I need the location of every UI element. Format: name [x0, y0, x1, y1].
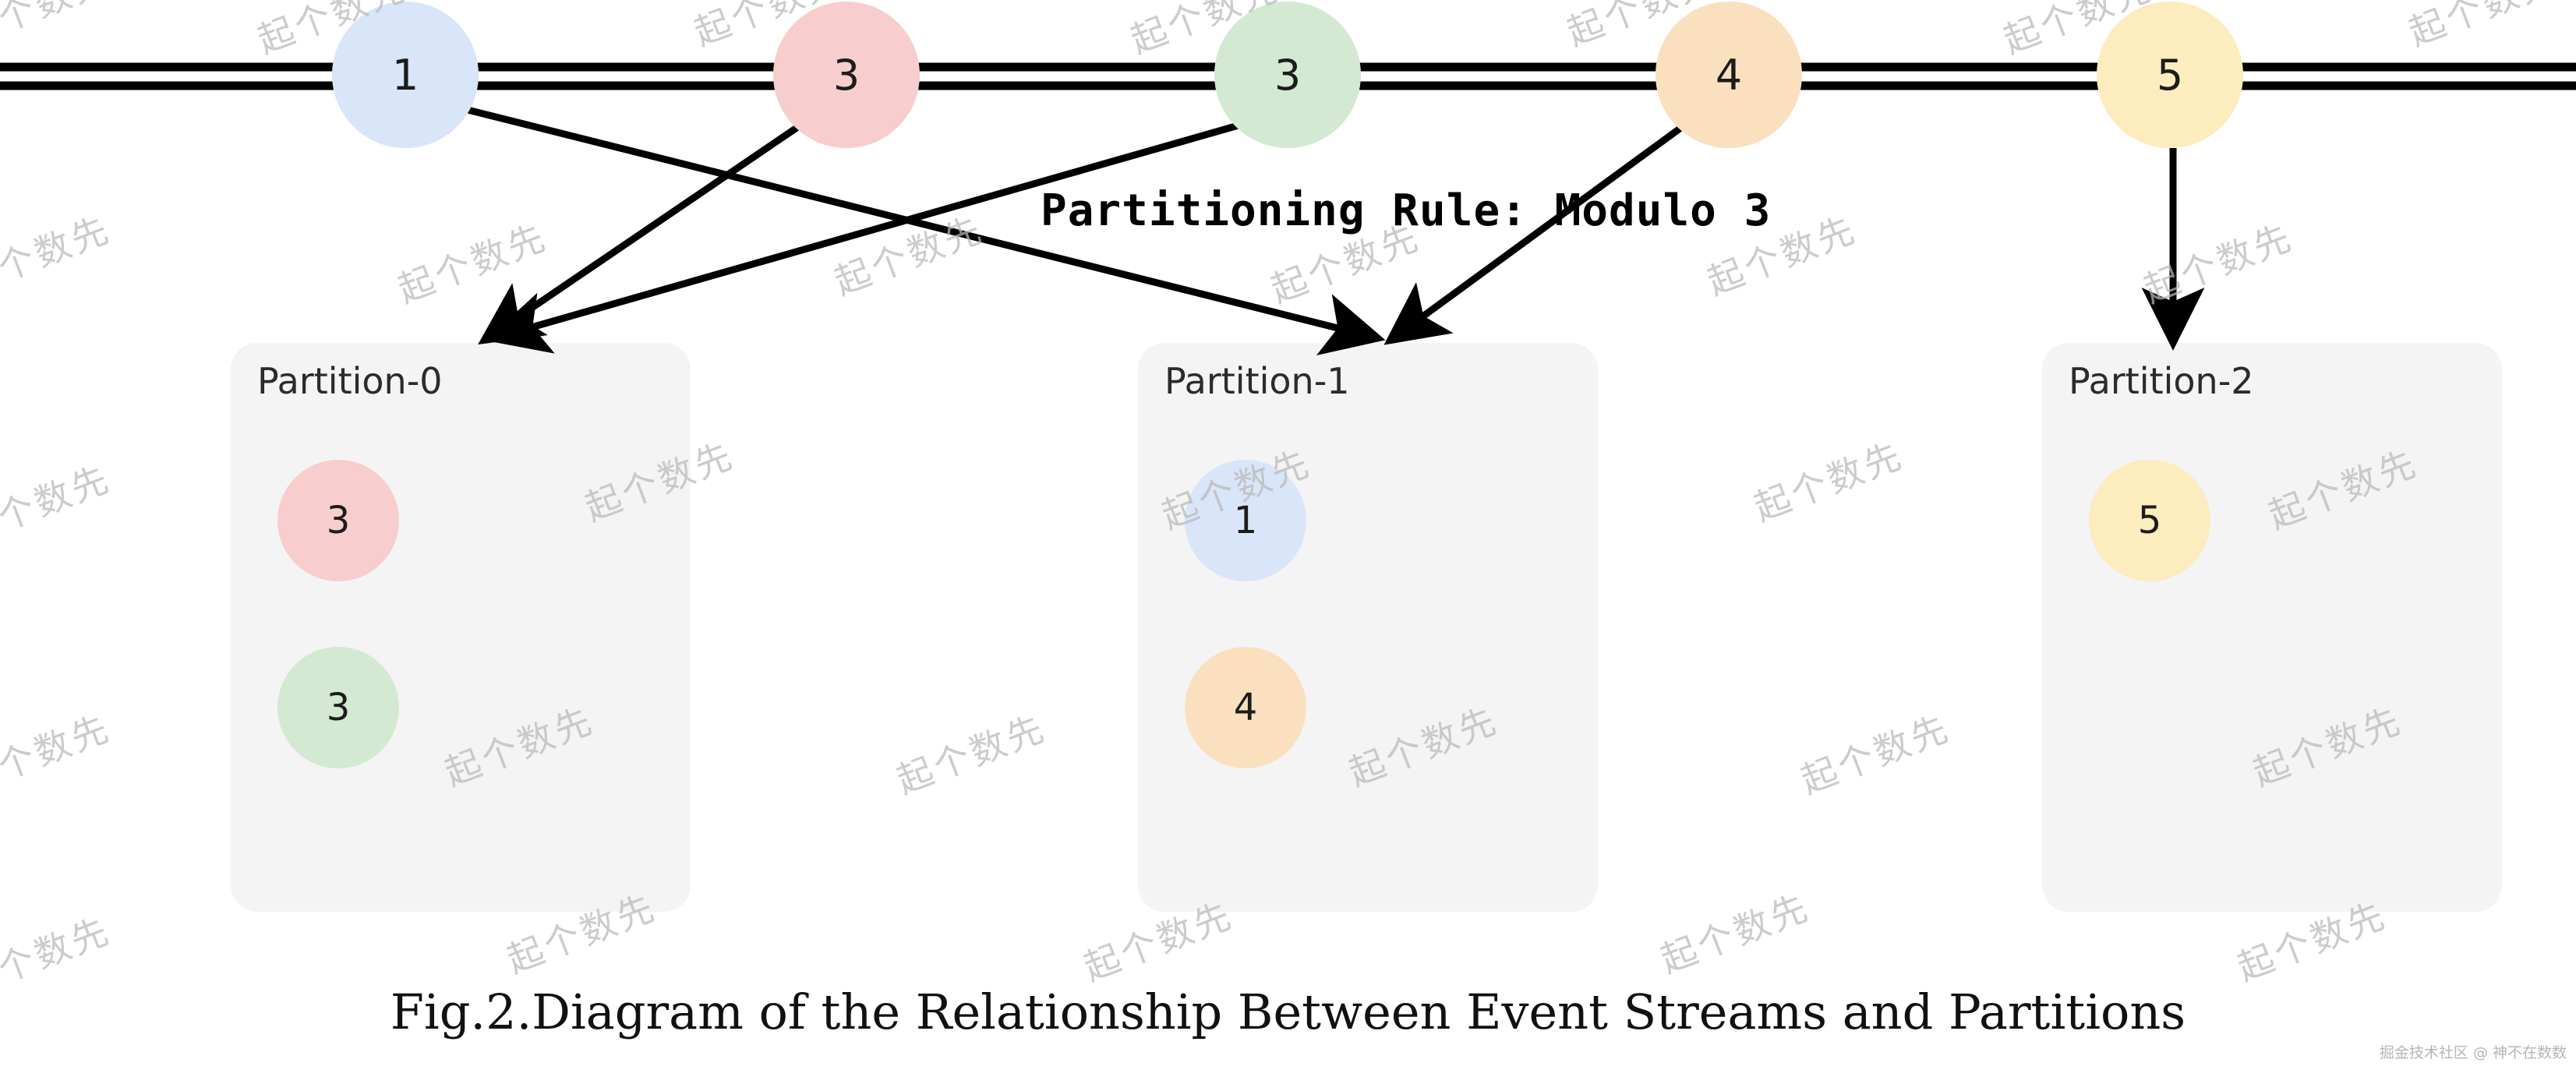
stream-event-node: 3 — [773, 2, 920, 148]
partition-event-item: 3 — [277, 460, 399, 581]
stream-event-label: 4 — [1715, 50, 1743, 100]
stream-event-node: 1 — [332, 2, 479, 148]
stream-event-label: 3 — [832, 50, 860, 100]
partition-event-label: 5 — [2137, 499, 2162, 542]
routing-arrow — [463, 105, 1386, 355]
partition-event-item: 4 — [1185, 647, 1306, 768]
partition-event-item: 1 — [1185, 460, 1306, 581]
partition-event-item: 5 — [2089, 460, 2210, 581]
stream-event-label: 3 — [1274, 50, 1302, 100]
partition-event-label: 3 — [326, 499, 351, 542]
stream-event-node: 5 — [2097, 2, 2243, 148]
attribution-text: 掘金技术社区 @ 神不在数数 — [2379, 1044, 2567, 1061]
partitioning-rule-label: Partitioning Rule: Modulo 3 — [1041, 185, 1772, 236]
partition-label: Partition-2 — [2069, 360, 2254, 402]
partition-box: Partition-0 — [231, 343, 691, 912]
stream-rail-lines — [0, 62, 2576, 90]
partition-event-label: 4 — [1233, 686, 1258, 729]
routing-arrow — [485, 121, 1242, 354]
partition-event-label: 1 — [1233, 499, 1258, 542]
partition-label: Partition-1 — [1164, 360, 1350, 402]
stream-event-node: 3 — [1214, 2, 1361, 148]
stream-event-label: 5 — [2156, 50, 2184, 100]
routing-arrow — [1383, 122, 1687, 345]
partition-box: Partition-2 — [2042, 343, 2502, 912]
partition-event-item: 3 — [277, 647, 399, 768]
partition-box: Partition-1 — [1138, 343, 1598, 912]
partition-event-label: 3 — [326, 686, 351, 729]
figure-caption: Fig.2.Diagram of the Relationship Betwee… — [390, 983, 2186, 1040]
stream-event-label: 1 — [391, 50, 419, 100]
stream-event-node: 4 — [1655, 2, 1802, 148]
partition-label: Partition-0 — [257, 360, 443, 402]
partition-edge-lines — [463, 105, 2205, 355]
